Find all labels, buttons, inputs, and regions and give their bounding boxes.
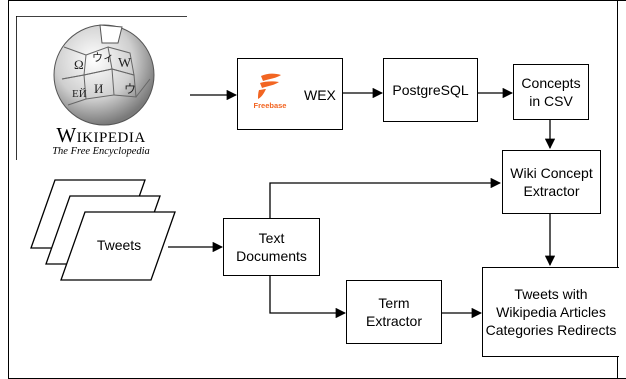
wiki-concept-extractor-label: Wiki Concept Extractor [510,165,593,199]
concepts-csv-node: Concepts in CSV [513,64,589,120]
svg-text:ЕЙ: ЕЙ [72,88,87,100]
wikipedia-wordmark: Wikipedia [56,123,146,147]
output-node: Tweets with Wikipedia Articles Categorie… [482,267,619,357]
tweets-label: Tweets [96,237,142,253]
text-documents-label: Text Documents [236,230,307,264]
postgresql-node: PostgreSQL [383,58,478,122]
term-extractor-label: Term Extractor [365,295,422,329]
wex-label: WEX [304,87,336,103]
wikipedia-tagline: The Free Encyclopedia [52,146,150,157]
freebase-logo-text: Freebase [253,101,287,110]
concepts-csv-label: Concepts in CSV [521,75,581,109]
svg-text:ウ: ウ [124,82,136,96]
wiki-concept-extractor-node: Wiki Concept Extractor [502,150,601,214]
svg-text:W: W [118,56,132,71]
svg-text:И: И [94,81,103,96]
svg-text:Ω: Ω [74,57,84,72]
tweet-doc-front [60,211,176,281]
text-documents-node: Text Documents [223,218,320,276]
term-extractor-node: Term Extractor [346,280,442,344]
postgresql-label: PostgreSQL [392,82,469,98]
wikipedia-globe-icon: Ω W И ЕЙ ウ ウィ [53,24,155,126]
arrow-textdocs-to-extractor [269,177,502,218]
wex-node [237,58,343,130]
arrow-textdocs-to-term-extractor [269,276,347,319]
svg-text:ウィ: ウィ [92,51,114,64]
output-label: Tweets with Wikipedia Articles Categorie… [485,286,617,338]
freebase-logo-icon [258,73,281,99]
